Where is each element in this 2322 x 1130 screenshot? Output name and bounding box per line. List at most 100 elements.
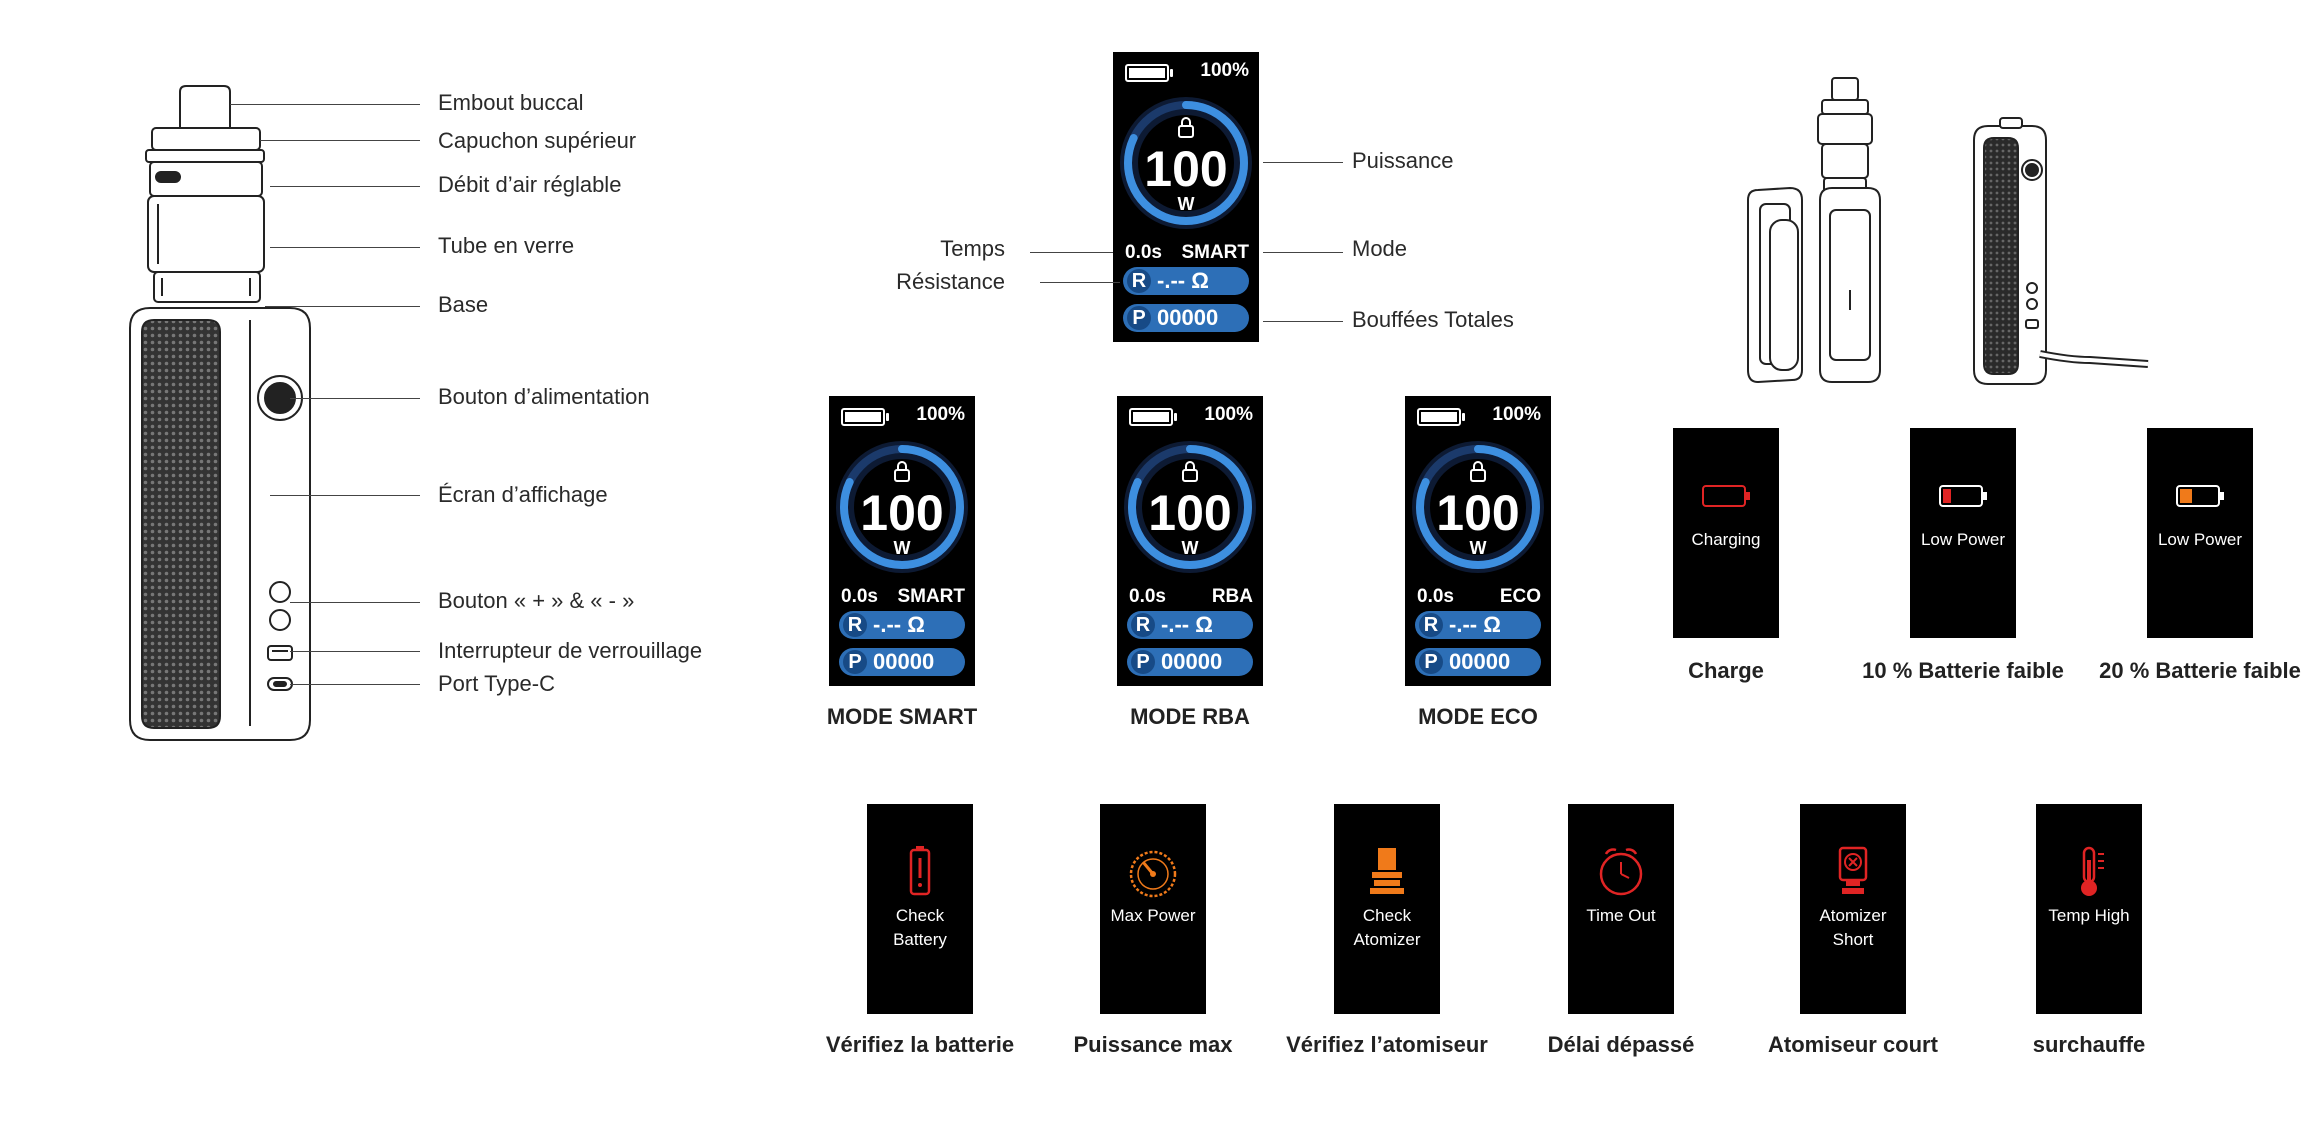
warning-caption: Vérifiez l’atomiseur — [1286, 1032, 1488, 1057]
status-text-line: Atomizer — [1819, 906, 1887, 925]
warning-status-screen: Temp High — [2036, 804, 2142, 1014]
status-text-line: Check — [895, 906, 945, 925]
timer-value: 0.0s — [1125, 242, 1162, 263]
battery-icon — [841, 408, 889, 426]
resistance-tag: R — [843, 613, 867, 637]
battery-icon — [1129, 408, 1177, 426]
label-capuchon-superieur: Capuchon supérieur — [438, 128, 637, 153]
mode-screen-0: 100% 100 W 0.0s SMART R -.-- Ω P 00000 — [829, 396, 975, 686]
mode-value: SMART — [897, 586, 965, 607]
puffs-tag: P — [1419, 650, 1443, 674]
puffs-pill: P 00000 — [1127, 648, 1253, 676]
status-text-line: Max Power — [1110, 906, 1196, 925]
lock-icon — [894, 461, 910, 482]
low-battery-red-icon — [1910, 468, 2016, 524]
resistance-value: -.-- Ω — [873, 612, 925, 637]
battery-icon — [1125, 64, 1173, 82]
warning-caption: Atomiseur court — [1768, 1032, 1938, 1057]
kit-illustration — [1747, 77, 2149, 385]
atomizer-icon — [1334, 844, 1440, 900]
puffs-pill: P 00000 — [1123, 304, 1249, 332]
lock-icon — [1178, 117, 1194, 138]
power-value: 100 — [1148, 485, 1231, 541]
timer-value: 0.0s — [841, 586, 878, 607]
status-text-line: Check — [1362, 906, 1412, 925]
device-illustration — [129, 85, 311, 741]
power-unit: W — [1182, 538, 1199, 558]
status-text: Max Power — [1104, 904, 1202, 928]
label-resistance: Résistance — [896, 269, 1005, 294]
label-ecran-affichage: Écran d’affichage — [438, 482, 608, 507]
battery-caption: 10 % Batterie faible — [1862, 658, 2064, 683]
label-bouffees-totales: Bouffées Totales — [1352, 307, 1514, 332]
label-embout-buccal: Embout buccal — [438, 90, 584, 115]
power-value: 100 — [1144, 141, 1227, 197]
battery-caption: 20 % Batterie faible — [2099, 658, 2301, 683]
battery-percentage: 100% — [1492, 404, 1541, 425]
power-value: 100 — [1436, 485, 1519, 541]
label-tube-verre: Tube en verre — [438, 233, 575, 258]
resistance-tag: R — [1131, 613, 1155, 637]
resistance-pill: R -.-- Ω — [839, 611, 965, 639]
battery-percentage: 100% — [1200, 60, 1249, 81]
power-dial: 100 W — [1412, 441, 1544, 573]
warning-caption: Puissance max — [1073, 1032, 1233, 1057]
label-puissance: Puissance — [1352, 148, 1454, 173]
mode-screen-1: 100% 100 W 0.0s RBA R -.-- Ω P 00000 — [1117, 396, 1263, 686]
puffs-pill: P 00000 — [839, 648, 965, 676]
power-dial: 100 W — [836, 441, 968, 573]
power-dial: 100 W — [1124, 441, 1256, 573]
resistance-pill: R -.-- Ω — [1127, 611, 1253, 639]
status-text: Temp High — [2040, 904, 2138, 928]
mode-caption: MODE SMART — [826, 704, 978, 729]
warning-caption: Vérifiez la batterie — [825, 1032, 1015, 1057]
power-unit: W — [1470, 538, 1487, 558]
label-temps: Temps — [940, 236, 1005, 261]
lock-icon — [1182, 461, 1198, 482]
battery-status-screen: Charging — [1673, 428, 1779, 638]
resistance-pill: R -.-- Ω — [1415, 611, 1541, 639]
atomizer-short-icon — [1800, 844, 1906, 900]
mode-caption: MODE RBA — [1130, 704, 1250, 729]
resistance-value: -.-- Ω — [1449, 612, 1501, 637]
mode-value: SMART — [1181, 242, 1249, 263]
main-display-screen: 100% 100 W 0.0s SMART R -.-- Ω P 00000 — [1113, 52, 1259, 342]
status-text-line: Atomizer — [1353, 930, 1421, 949]
resistance-pill: R -.-- Ω — [1123, 267, 1249, 295]
puffs-value: 00000 — [1157, 305, 1219, 330]
power-unit: W — [894, 538, 911, 558]
label-port-type-c: Port Type-C — [438, 671, 555, 696]
label-interrupteur-verrouillage: Interrupteur de verrouillage — [438, 638, 703, 663]
resistance-value: -.-- Ω — [1157, 268, 1209, 293]
timer-value: 0.0s — [1417, 586, 1454, 607]
label-bouton-alimentation: Bouton d’alimentation — [438, 384, 650, 409]
battery-status-screen: Low Power — [1910, 428, 2016, 638]
empty-battery-icon — [1673, 468, 1779, 524]
battery-caption: Charge — [1688, 658, 1764, 683]
power-unit: W — [1178, 194, 1195, 214]
status-text: Charging — [1691, 530, 1761, 549]
label-debit-air: Débit d’air réglable — [438, 172, 622, 197]
status-text-line: Time Out — [1586, 906, 1656, 925]
puffs-tag: P — [843, 650, 867, 674]
status-text-line: Temp High — [2048, 906, 2130, 925]
resistance-value: -.-- Ω — [1161, 612, 1213, 637]
status-text-line: Battery — [893, 930, 947, 949]
resistance-tag: R — [1127, 269, 1151, 293]
warning-caption: surchauffe — [2032, 1032, 2146, 1057]
status-text-line: Short — [1832, 930, 1874, 949]
mode-screen-2: 100% 100 W 0.0s ECO R -.-- Ω P 00000 — [1405, 396, 1551, 686]
label-mode: Mode — [1352, 236, 1408, 261]
battery-percentage: 100% — [916, 404, 965, 425]
puffs-value: 00000 — [1161, 649, 1223, 674]
status-text: Low Power — [1920, 530, 2006, 549]
resistance-tag: R — [1419, 613, 1443, 637]
gauge-icon — [1100, 844, 1206, 900]
alarm-clock-icon — [1568, 844, 1674, 900]
low-battery-orange-icon — [2147, 468, 2253, 524]
